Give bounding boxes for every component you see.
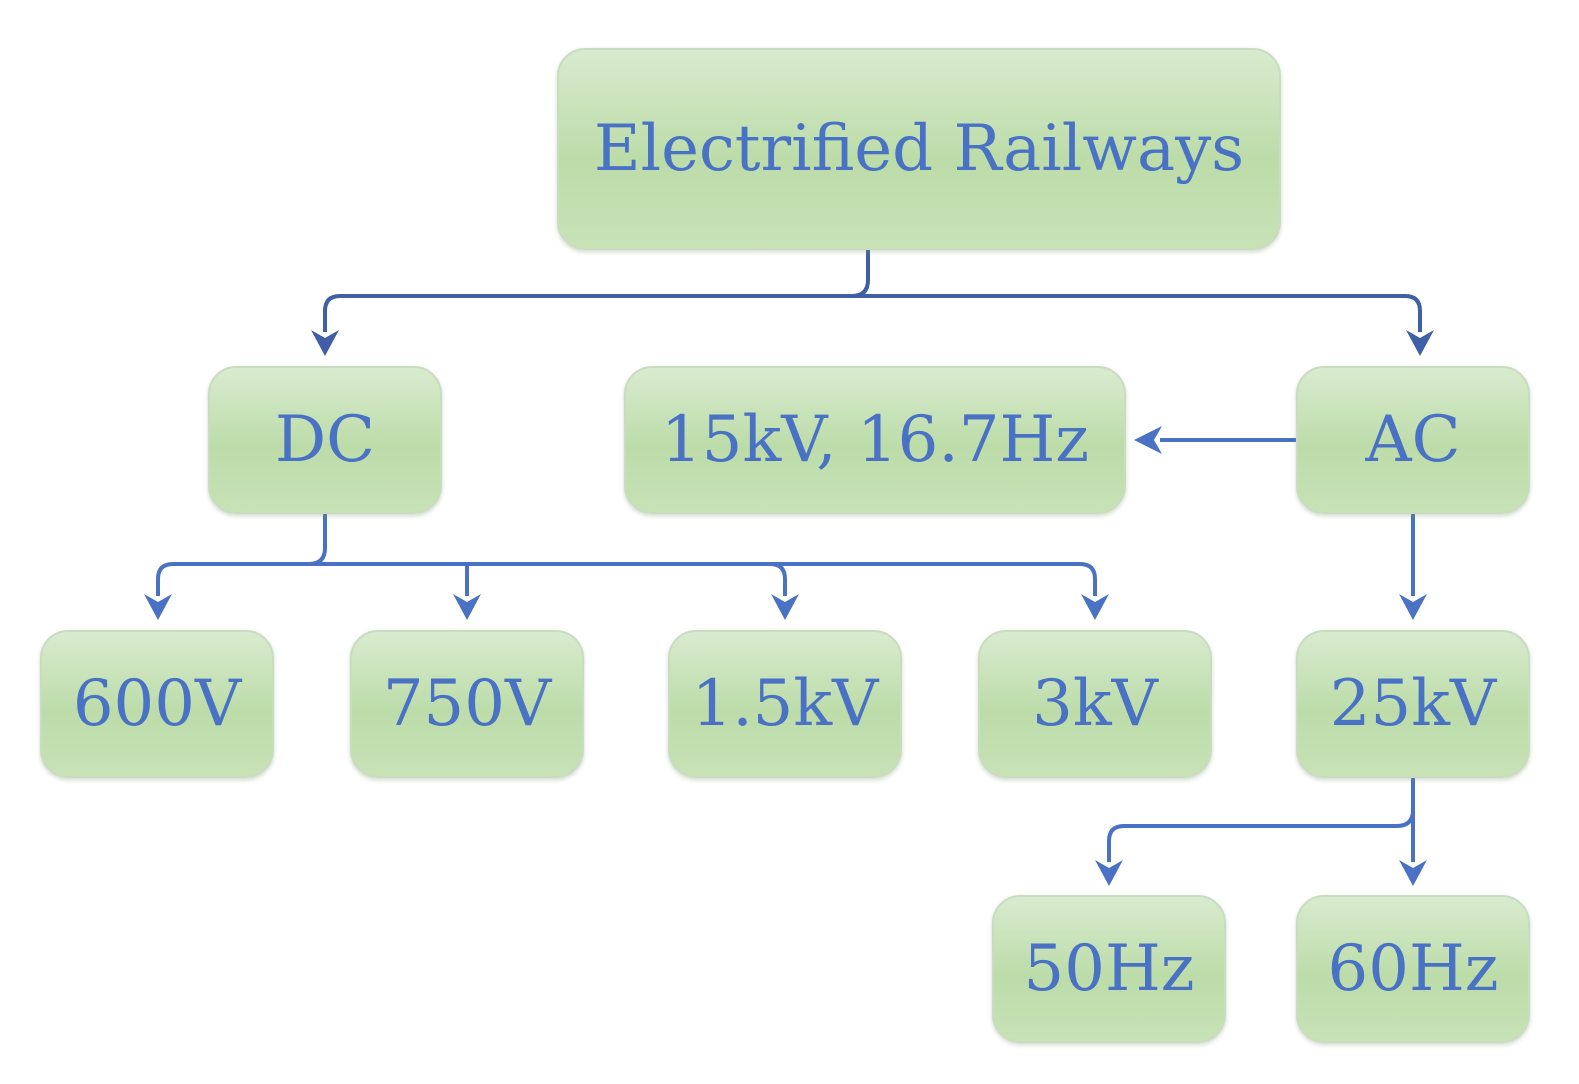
node-electrified-railways: Electrified Railways	[557, 48, 1281, 250]
arrowhead-3kv	[1081, 594, 1109, 620]
connector-dc-750v	[309, 562, 469, 596]
connector-dc-1500v	[467, 562, 787, 596]
node-label: DC	[274, 403, 376, 477]
arrowhead-dc	[311, 330, 339, 356]
node-1-5kv: 1.5kV	[668, 630, 902, 778]
arrowhead-50hz	[1095, 860, 1123, 886]
node-600v: 600V	[40, 630, 274, 778]
arrowhead-25kv	[1399, 594, 1427, 620]
node-15kv-16-7hz: 15kV, 16.7Hz	[624, 366, 1126, 514]
connector-root-ac	[852, 294, 1422, 332]
connector-25kv-50hz	[1107, 778, 1415, 862]
node-label: 1.5kV	[691, 667, 879, 741]
connector-root-dc	[323, 250, 870, 332]
node-750v: 750V	[350, 630, 584, 778]
node-dc: DC	[208, 366, 442, 514]
arrowhead-600v	[144, 594, 172, 620]
node-label: 25kV	[1329, 667, 1497, 741]
node-25kv: 25kV	[1296, 630, 1530, 778]
arrowhead-15kv	[1134, 426, 1162, 454]
node-label: Electrified Railways	[593, 112, 1245, 186]
node-50hz: 50Hz	[992, 895, 1226, 1043]
node-label: 600V	[72, 667, 242, 741]
node-60hz: 60Hz	[1296, 895, 1530, 1043]
node-ac: AC	[1296, 366, 1530, 514]
arrowhead-1500v	[771, 594, 799, 620]
arrowhead-ac	[1406, 330, 1434, 356]
node-label: AC	[1365, 403, 1461, 477]
node-3kv: 3kV	[978, 630, 1212, 778]
node-label: 750V	[382, 667, 552, 741]
connector-dc-600v	[156, 514, 327, 596]
node-label: 50Hz	[1023, 932, 1195, 1006]
node-label: 60Hz	[1327, 932, 1499, 1006]
arrowhead-750v	[453, 594, 481, 620]
node-label: 15kV, 16.7Hz	[661, 403, 1089, 477]
connector-dc-3kv	[770, 562, 1097, 596]
arrowhead-60hz	[1399, 860, 1427, 886]
node-label: 3kV	[1032, 667, 1158, 741]
